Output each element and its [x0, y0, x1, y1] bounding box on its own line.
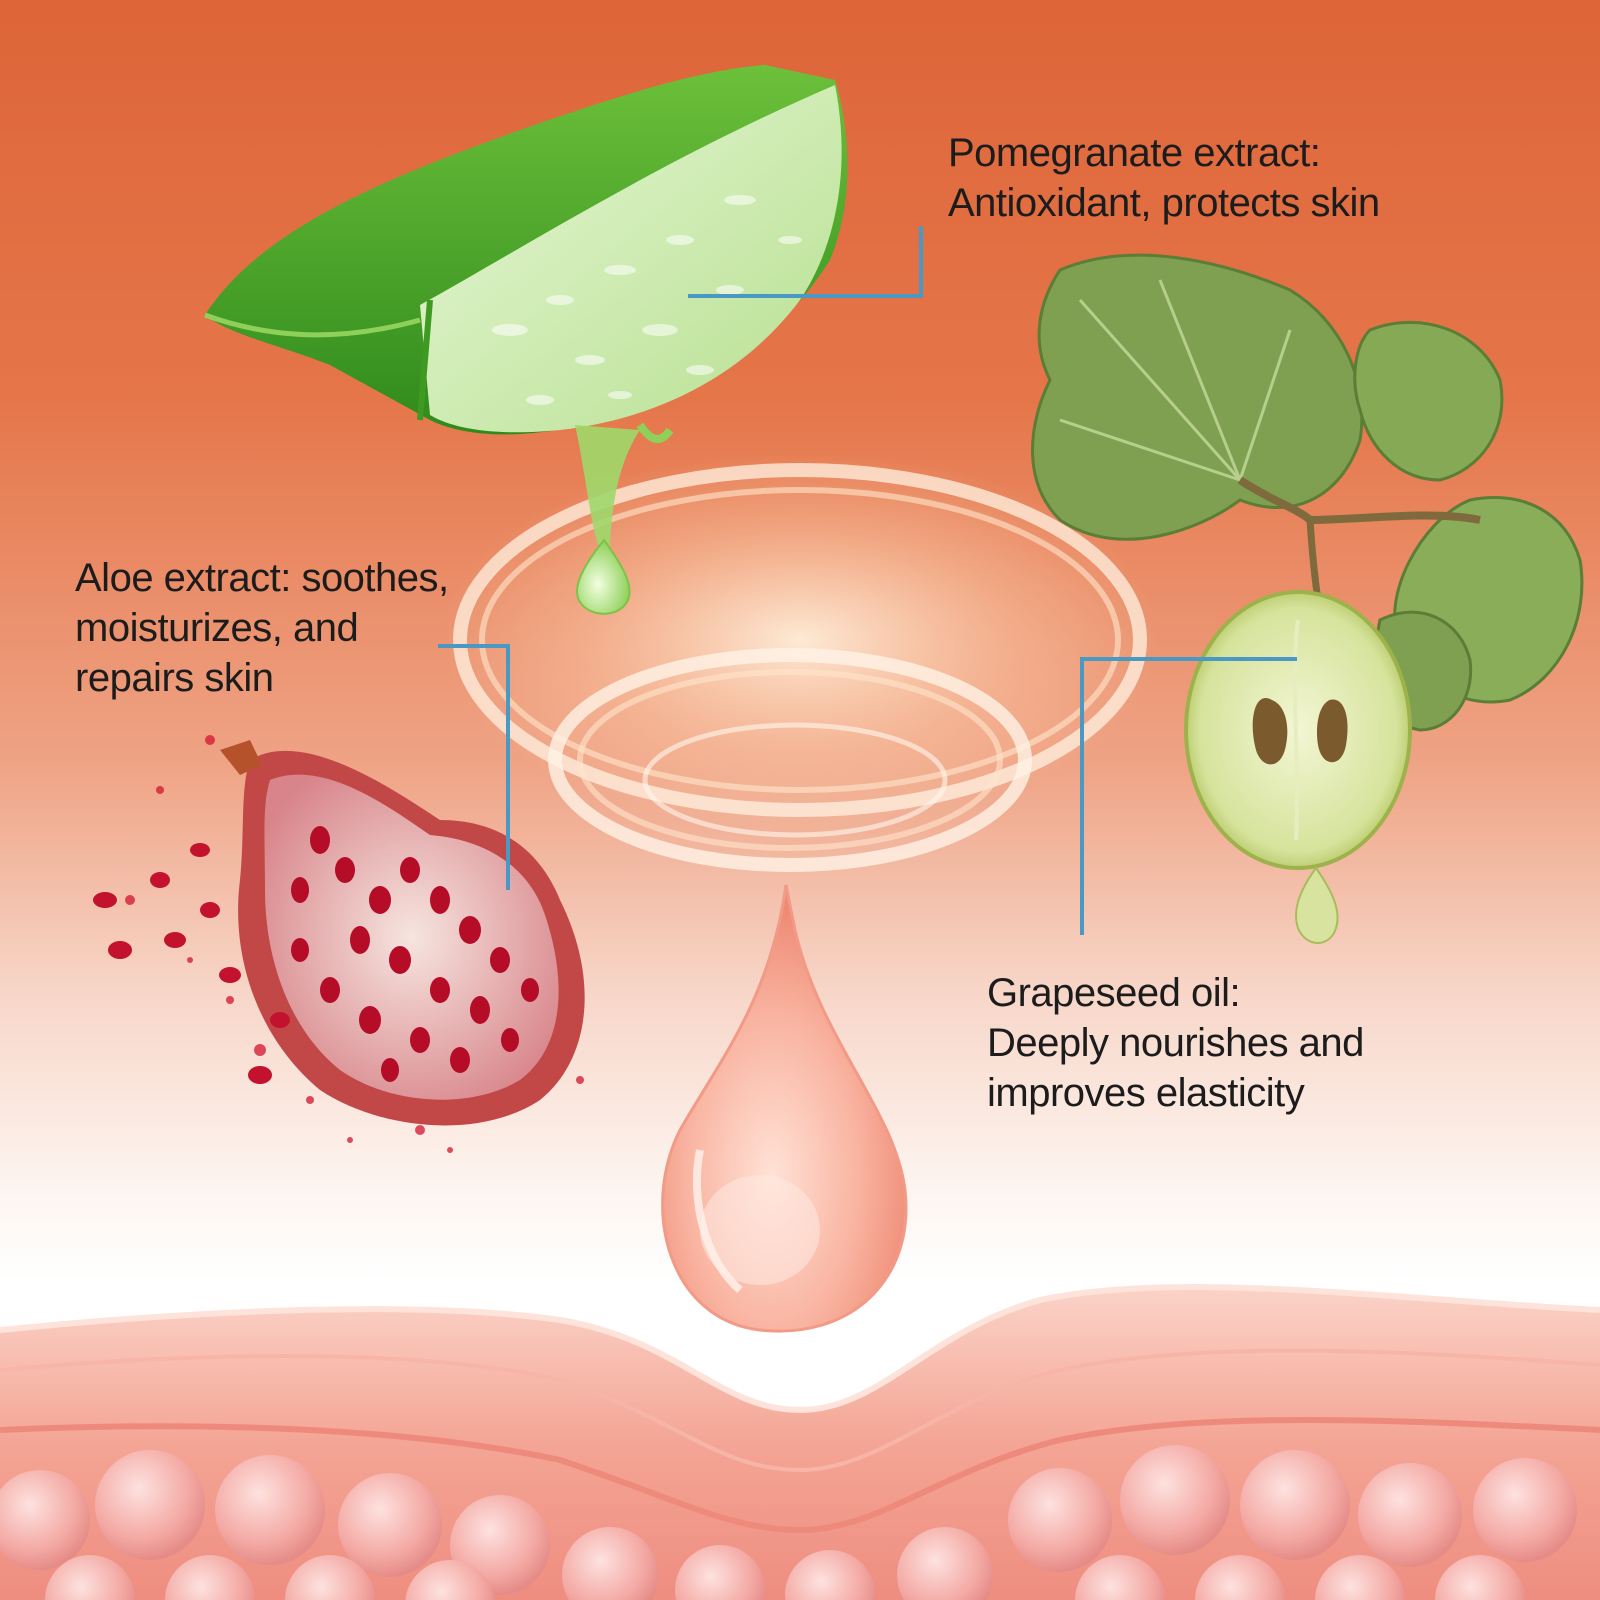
glow-ring-image: [440, 450, 1160, 872]
grapeseed-leader-line: [1080, 657, 1297, 935]
pomegranate-caption-line-1: Pomegranate extract:: [948, 131, 1321, 175]
aloe-leaf-image: [204, 65, 848, 615]
grapeseed-caption-line-3: improves elasticity: [987, 1071, 1305, 1115]
serum-drop-image: [661, 884, 908, 1333]
aloe-caption-line-1: Aloe extract: soothes,: [75, 556, 449, 600]
pomegranate-caption: Pomegranate extract: Antioxidant, protec…: [948, 128, 1380, 228]
aloe-caption-line-2: moisturizes, and: [75, 606, 359, 650]
grapeseed-caption: Grapeseed oil: Deeply nourishes and impr…: [987, 968, 1364, 1118]
aloe-leader-line: [438, 644, 510, 890]
pomegranate-image: [93, 735, 585, 1153]
aloe-caption-line-3: repairs skin: [75, 656, 274, 700]
pomegranate-leader-line: [688, 226, 923, 298]
skin-layer-image: [0, 1284, 1600, 1600]
grapeseed-caption-line-1: Grapeseed oil:: [987, 971, 1241, 1015]
pomegranate-caption-line-2: Antioxidant, protects skin: [948, 181, 1380, 225]
aloe-caption: Aloe extract: soothes, moisturizes, and …: [75, 553, 449, 703]
grapeseed-caption-line-2: Deeply nourishes and: [987, 1021, 1364, 1065]
